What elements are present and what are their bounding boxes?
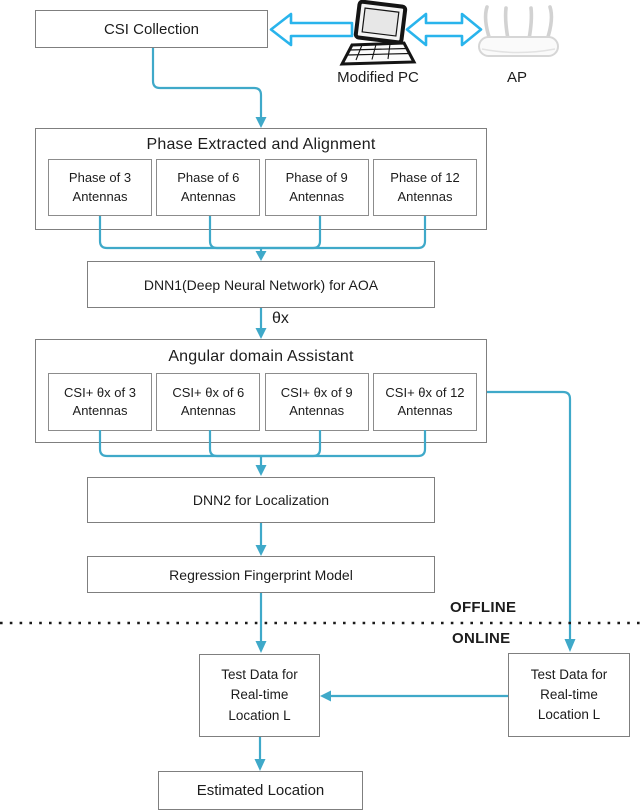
csi-pc-link-arrow-icon [269,12,354,47]
angular-cell-row: CSI+ θx of 3 Antennas CSI+ θx of 6 Anten… [48,373,477,431]
dnn2-box: DNN2 for Localization [87,477,435,523]
phase-cell-12: Phase of 12 Antennas [372,159,477,216]
regression-model-box: Regression Fingerprint Model [87,556,435,593]
ap-label: AP [506,69,527,86]
phase-cell-row: Phase of 3 Antennas Phase of 6 Antennas … [48,159,477,216]
test-data-left-box: Test Data for Real-time Location L [199,654,320,737]
csi-collection-label: CSI Collection [103,20,200,38]
angular-cell-12: CSI+ θx of 12 Antennas [372,373,477,431]
aoa-theta-label: θx [272,310,289,327]
ap-router-icon [478,5,559,57]
angular-section-title: Angular domain Assistant [168,347,354,365]
estimated-location-label: Estimated Location [196,782,325,799]
phase-cell-3: Phase of 3 Antennas [48,159,152,216]
right-test-to-left-test-arrow [320,690,508,702]
modified-pc-label: Modified PC [337,69,419,86]
angular-section-box: Angular domain Assistant CSI+ θx of 3 An… [35,339,487,443]
offline-label: OFFLINE [450,599,517,616]
estimated-location-box: Estimated Location [158,771,363,810]
dnn2-to-regression-arrow [255,523,267,556]
dnn1-to-angular-arrow [255,308,267,339]
phase-cell-9: Phase of 9 Antennas [264,159,369,216]
phase-cell-6: Phase of 6 Antennas [156,159,261,216]
csi-collection-box: CSI Collection [35,10,268,48]
regression-to-test-arrow [255,593,267,653]
regression-model-label: Regression Fingerprint Model [169,566,353,583]
online-label: ONLINE [452,630,511,647]
test-data-right-box: Test Data for Real-time Location L [508,653,630,737]
test-to-estimated-arrow [254,737,266,771]
pc-ap-link-arrow-icon [405,12,483,47]
phase-section-title: Phase Extracted and Alignment [146,135,376,153]
csi-to-phase-connector [151,48,267,128]
dnn2-label: DNN2 for Localization [192,492,330,508]
angular-cell-6: CSI+ θx of 6 Antennas [156,373,261,431]
dnn1-label: DNN1(Deep Neural Network) for AOA [143,276,379,293]
laptop-icon [339,0,417,66]
angular-cell-3: CSI+ θx of 3 Antennas [48,373,152,431]
phase-section-box: Phase Extracted and Alignment Phase of 3… [35,128,487,230]
dnn1-box: DNN1(Deep Neural Network) for AOA [87,261,435,308]
angular-cell-9: CSI+ θx of 9 Antennas [264,373,369,431]
